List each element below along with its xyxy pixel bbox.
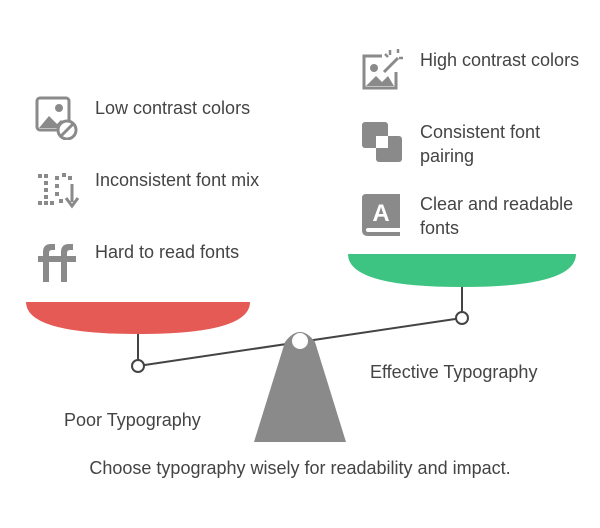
font-book-icon: A [362, 194, 400, 236]
right-item-high-contrast: High contrast colors [360, 48, 585, 92]
right-item-readable-fonts: A Clear and readable fonts [360, 192, 585, 240]
right-joint [455, 311, 469, 325]
right-item-label: Consistent font pairing [420, 122, 541, 166]
overlapping-squares-icon [362, 122, 402, 162]
left-joint [131, 359, 145, 373]
left-item-font-mix: Inconsistent font mix [35, 168, 260, 212]
dotted-font-mix-icon [38, 173, 79, 209]
right-item-consistent-pairing: Consistent font pairing [360, 120, 585, 168]
left-item-low-contrast: Low contrast colors [35, 96, 260, 140]
left-item-label: Inconsistent font mix [95, 170, 260, 190]
fulcrum-pivot [292, 333, 308, 349]
right-title: Effective Typography [370, 362, 538, 382]
ligature-ff-icon [38, 244, 76, 282]
footer-text: Choose typography wisely for readability… [89, 458, 511, 478]
left-item-hard-to-read: Hard to read fonts [35, 240, 260, 284]
left-item-label: Low contrast colors [95, 98, 251, 118]
right-pan [348, 254, 576, 287]
image-sparkle-icon [362, 49, 403, 90]
left-pan [26, 302, 250, 334]
svg-text:A: A [372, 200, 389, 227]
left-title: Poor Typography [64, 410, 201, 430]
fulcrum [254, 332, 346, 442]
left-item-label: Hard to read fonts [95, 242, 240, 262]
image-blocked-icon [35, 96, 78, 140]
right-item-label: High contrast colors [420, 50, 580, 70]
right-item-label: Clear and readable fonts [420, 194, 574, 238]
